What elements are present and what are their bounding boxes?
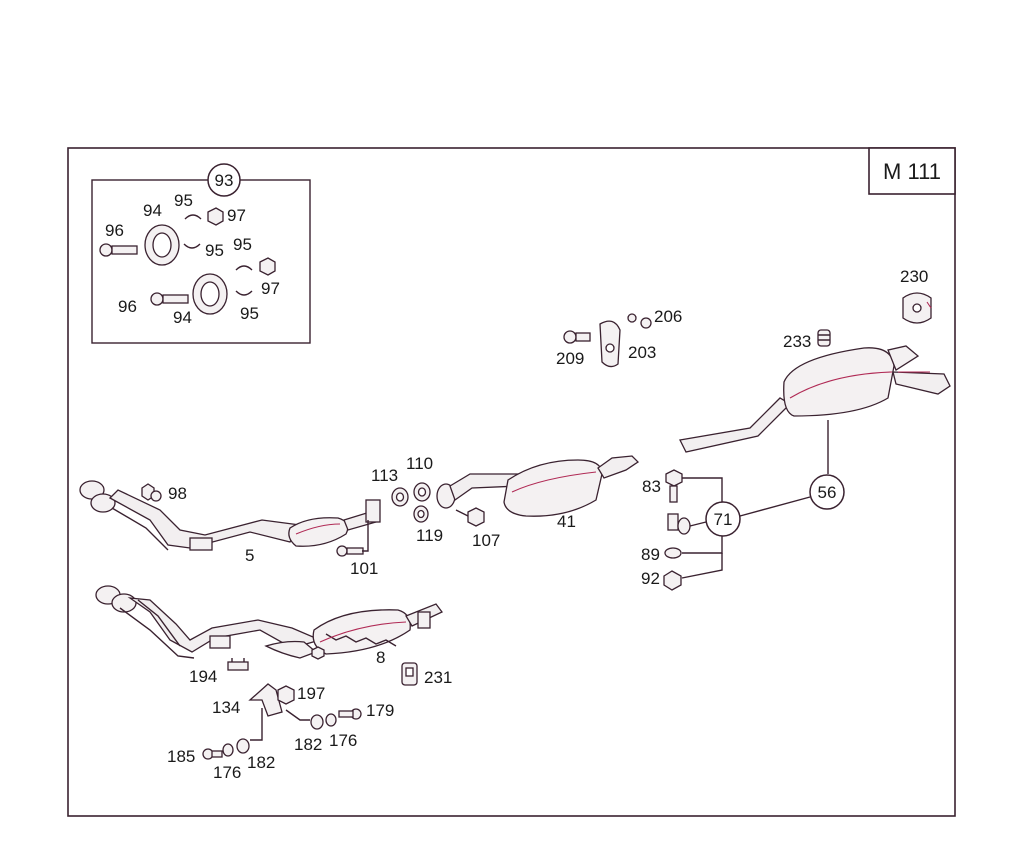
bolt-101 [336,520,369,557]
inset-label-96a: 96 [105,221,124,240]
label-182b: 182 [247,753,275,772]
bolt-185 [202,748,223,760]
clamp-71 [667,513,691,535]
clip-95-b [183,243,201,249]
label-101: 101 [350,559,378,578]
inset-label-95c: 95 [233,235,252,254]
leader-83 [682,477,723,502]
label-56: 56 [818,483,837,502]
label-113: 113 [371,466,398,485]
inset-box: 93 94 95 97 96 95 95 97 [91,163,311,344]
label-185: 185 [167,747,195,766]
label-83: 83 [642,477,661,496]
rubber-mount-233 [817,329,831,347]
bracket-upper [189,537,213,551]
label-203: 203 [628,343,656,362]
callout-71-circle [705,501,741,537]
seal-ring-94-lower [192,273,228,315]
label-98: 98 [168,484,187,503]
washer-176b [222,743,234,757]
label-107: 107 [472,531,500,550]
seal-ring-94-upper [144,224,180,266]
label-89: 89 [641,545,660,564]
bolt-83 [665,469,683,503]
label-209: 209 [556,349,584,368]
engine-code-box: M 111 [868,147,956,195]
inset-label-94a: 94 [143,201,162,220]
label-5: 5 [245,546,254,565]
front-pipe-8 [95,585,444,660]
seal-ring-113 [391,487,409,507]
label-119: 119 [416,526,443,545]
bolt-96-upper [99,243,138,257]
label-41: 41 [557,512,576,531]
label-206: 206 [654,307,682,326]
leader-71-56 [739,496,811,517]
label-194: 194 [189,667,217,686]
label-233: 233 [783,332,811,351]
front-pipe-5 [79,480,381,551]
catalytic-converter-upper [288,517,349,547]
label-134: 134 [212,698,240,717]
seal-ring-119 [413,505,429,523]
catalytic-converter-lower [312,609,411,655]
flange-107 [455,507,485,527]
leader-92 [681,553,723,579]
clamp-98 [141,483,162,502]
inset-label-95a: 95 [174,191,193,210]
leader-89 [682,536,723,554]
clip-95-c [235,265,253,271]
label-230: 230 [900,267,928,286]
bolt-206 [627,313,652,329]
seal-ring-110 [413,482,431,502]
leader-clamp [689,521,707,527]
inset-label-95b: 95 [205,241,224,260]
nut-97-upper [207,207,224,226]
group-93-label: 93 [215,171,234,190]
rubber-182a [310,714,324,730]
group-93-circle [207,163,241,197]
label-231: 231 [424,668,452,687]
bolt-179 [338,708,362,720]
bolt-209 [563,330,591,344]
label-8: 8 [376,648,385,667]
clip-95-d [235,290,253,296]
callout-56-circle [809,474,845,510]
nut-197 [277,685,295,705]
bracket-194 [227,658,249,671]
label-110: 110 [406,454,433,473]
leader-134 [250,708,263,741]
hanger-230 [902,292,932,324]
bracket-lower [209,635,231,649]
bolt-96-lower [150,292,189,306]
nut-92 [663,570,682,591]
label-176b: 176 [213,763,241,782]
middle-muffler-41 [436,455,640,517]
engine-code: M 111 [883,159,941,184]
nut-97-lower [259,257,276,276]
inset-label-97b: 97 [261,279,280,298]
inset-label-97a: 97 [227,206,246,225]
inset-label-95d: 95 [240,304,259,323]
washer-89 [664,547,682,559]
inset-label-96b: 96 [118,297,137,316]
label-182a: 182 [294,735,322,754]
bracket-134 [248,683,283,717]
washer-176a [325,713,337,727]
diagram-frame [67,147,956,817]
label-71: 71 [714,510,733,529]
rear-muffler-56 [679,345,951,453]
clip-95-a [184,214,202,220]
hanger-203 [599,320,621,368]
label-197: 197 [297,684,325,703]
inset-label-94b: 94 [173,308,192,327]
leader-197 [285,709,310,721]
label-176a: 176 [329,731,357,750]
rubber-182b [236,738,250,754]
label-92: 92 [641,569,660,588]
label-179: 179 [366,701,394,720]
hanger-231 [401,662,418,686]
